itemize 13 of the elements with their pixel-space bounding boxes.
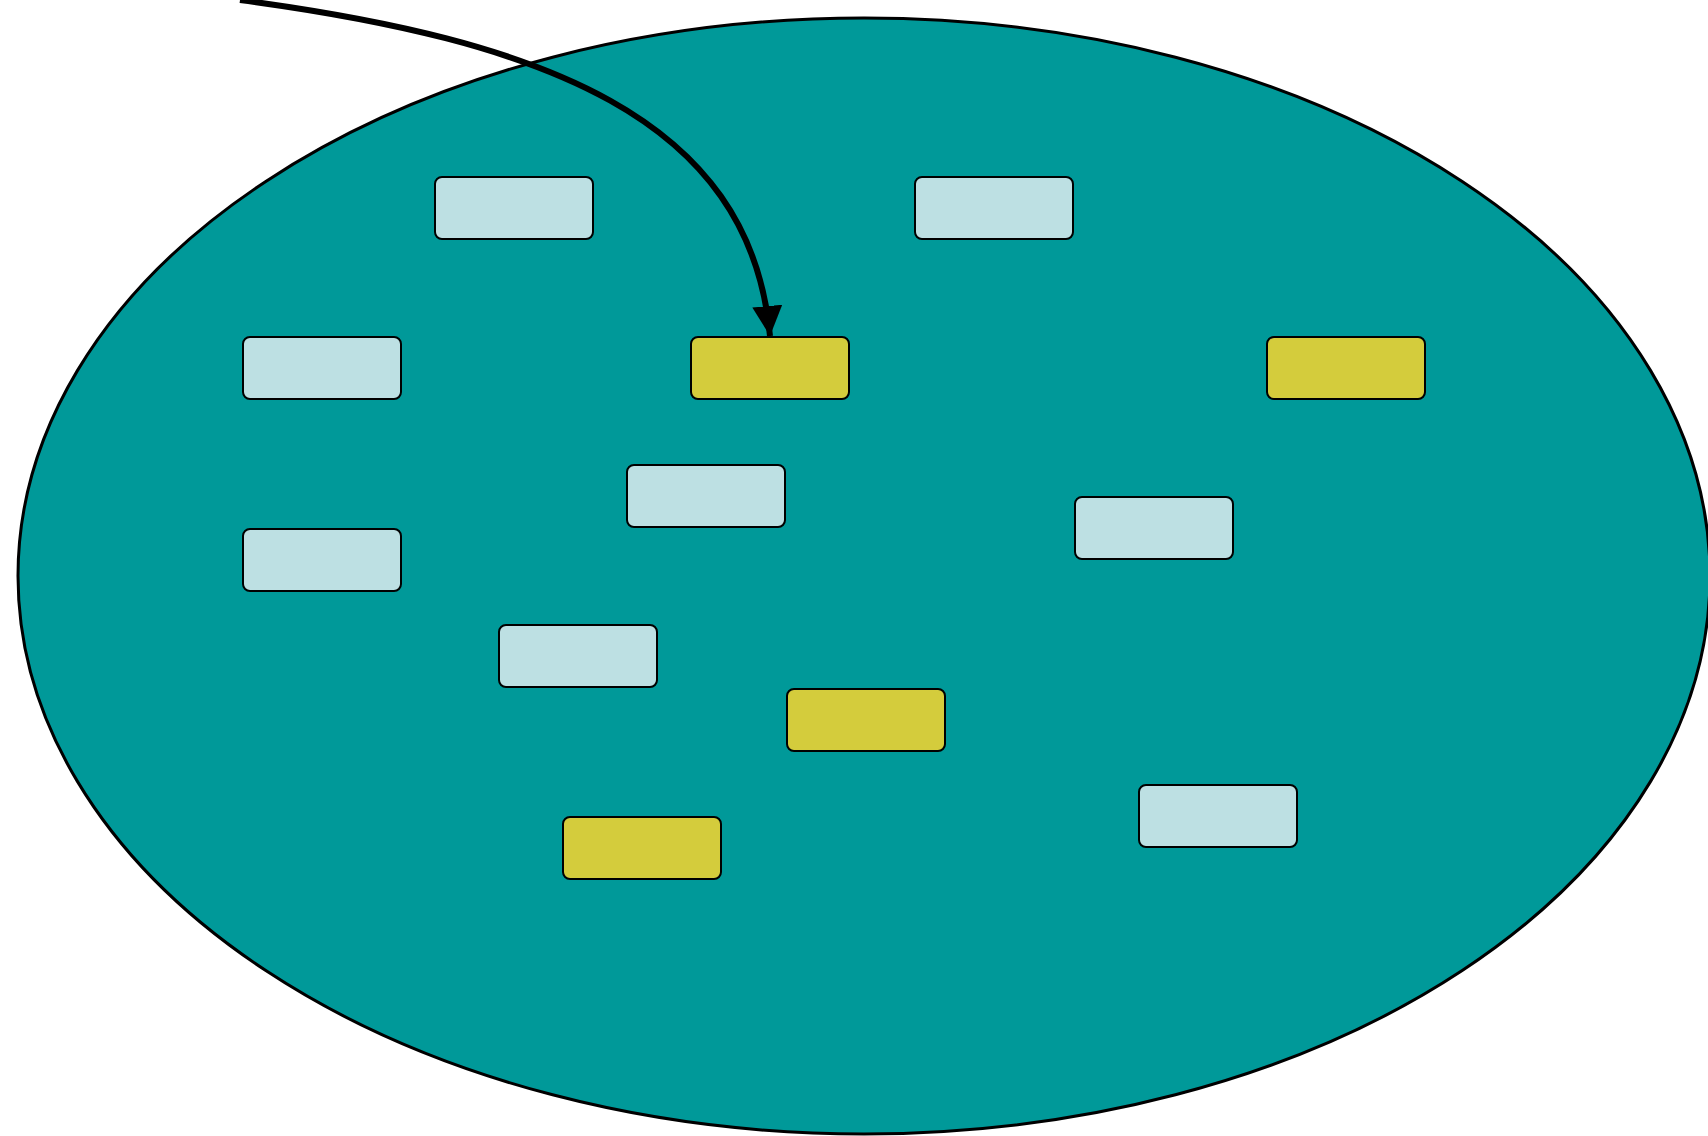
rounded-box <box>498 624 658 688</box>
rounded-box <box>562 816 722 880</box>
rounded-box <box>626 464 786 528</box>
rounded-box <box>1074 496 1234 560</box>
rounded-box <box>1266 336 1426 400</box>
rounded-box <box>1138 784 1298 848</box>
rounded-box <box>242 336 402 400</box>
rounded-box <box>242 528 402 592</box>
rounded-box <box>914 176 1074 240</box>
rounded-box <box>786 688 946 752</box>
rounded-box <box>690 336 850 400</box>
rounded-box <box>434 176 594 240</box>
curved-arrow <box>239 0 780 337</box>
